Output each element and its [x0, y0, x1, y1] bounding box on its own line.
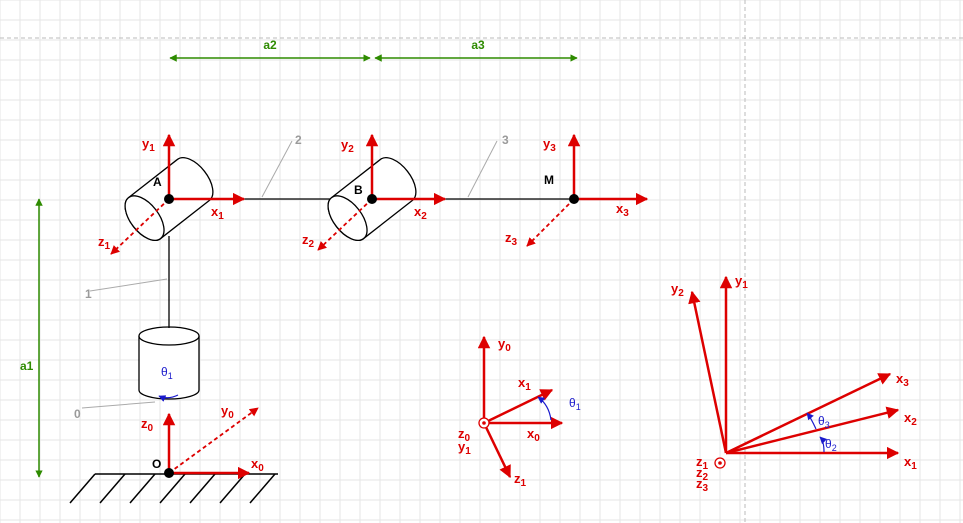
inset2-angle-arc-theta3 [806, 412, 817, 430]
inset-rotation-theta1: θ1 y0 x1 x0 z0 y1 z1 [458, 335, 581, 489]
point-m [569, 194, 579, 204]
svg-text:x1: x1 [211, 204, 224, 222]
svg-text:x0: x0 [251, 456, 264, 474]
point-b [367, 194, 377, 204]
svg-text:y1: y1 [735, 273, 748, 291]
link-label-3: 3 [502, 133, 509, 147]
svg-text:z2: z2 [302, 232, 315, 250]
dimension-label-a2: a2 [263, 38, 277, 52]
point-label-b: B [354, 183, 363, 197]
axis-z2-arrow [317, 198, 373, 251]
axis-z3-arrow [526, 198, 575, 247]
base-joint-cylinder [138, 326, 200, 400]
svg-text:z3: z3 [505, 230, 518, 248]
svg-text:y0: y0 [498, 336, 511, 354]
svg-text:z3: z3 [696, 476, 709, 494]
svg-text:x3: x3 [896, 371, 909, 389]
axis-y0-arrow [168, 407, 259, 474]
rotation-arrow-theta1 [158, 394, 179, 402]
svg-text:θ2: θ2 [825, 437, 837, 453]
svg-text:z0: z0 [458, 426, 471, 444]
link-label-2: 2 [295, 133, 302, 147]
frame-0: O x0 z0 y0 θ1 [141, 365, 264, 480]
point-o [164, 468, 174, 478]
svg-text:y1: y1 [458, 439, 471, 457]
svg-text:y0: y0 [221, 403, 234, 421]
dimension-label-a1: a1 [20, 359, 34, 373]
inset-rotation-theta2-theta3: θ2 θ3 y1 y2 x3 x2 x1 z1 z2 z3 [671, 273, 917, 494]
inset1-axis-x1 [483, 388, 554, 425]
svg-text:x1: x1 [518, 375, 531, 393]
link-callouts: 1 0 2 3 [74, 133, 509, 421]
inset2-angle-arc-theta2 [819, 436, 828, 453]
svg-text:x2: x2 [904, 410, 917, 428]
point-label-o: O [152, 457, 161, 471]
dimension-label-a3: a3 [471, 38, 485, 52]
svg-text:z1: z1 [98, 234, 111, 252]
point-a [164, 194, 174, 204]
svg-text:z1: z1 [696, 454, 709, 472]
svg-text:x0: x0 [527, 426, 540, 444]
axis-z1-arrow [110, 198, 170, 255]
dimension-a2: a2 [169, 38, 371, 62]
svg-text:y2: y2 [341, 137, 354, 155]
svg-text:z2: z2 [696, 465, 709, 483]
link-label-1: 1 [85, 287, 92, 301]
dimension-a1: a1 [20, 198, 43, 478]
svg-text:z1: z1 [514, 471, 527, 489]
point-label-m: M [544, 173, 554, 187]
svg-text:x3: x3 [616, 201, 629, 219]
svg-text:x1: x1 [904, 454, 917, 472]
link-label-0: 0 [74, 407, 81, 421]
svg-text:y2: y2 [671, 281, 684, 299]
inset1-angle-arc [537, 396, 552, 421]
svg-text:z0: z0 [141, 416, 154, 434]
inset1-axis-z1 [482, 422, 512, 479]
svg-text:θ1: θ1 [569, 396, 581, 412]
svg-text:θ3: θ3 [818, 414, 830, 430]
svg-text:x2: x2 [414, 204, 427, 222]
svg-text:y3: y3 [543, 136, 556, 154]
svg-text:y1: y1 [142, 136, 155, 154]
inset2-axis-y2 [688, 290, 728, 454]
svg-text:θ1: θ1 [161, 365, 173, 381]
inset2-axis-x2 [725, 406, 900, 455]
dimension-a3: a3 [374, 38, 578, 62]
frame-1: A x1 y1 z1 [98, 133, 246, 255]
point-label-a: A [153, 175, 162, 189]
ground [69, 473, 278, 504]
frame-3: M x3 y3 z3 [505, 133, 649, 248]
frame-2: B x2 y2 z2 [302, 133, 447, 251]
